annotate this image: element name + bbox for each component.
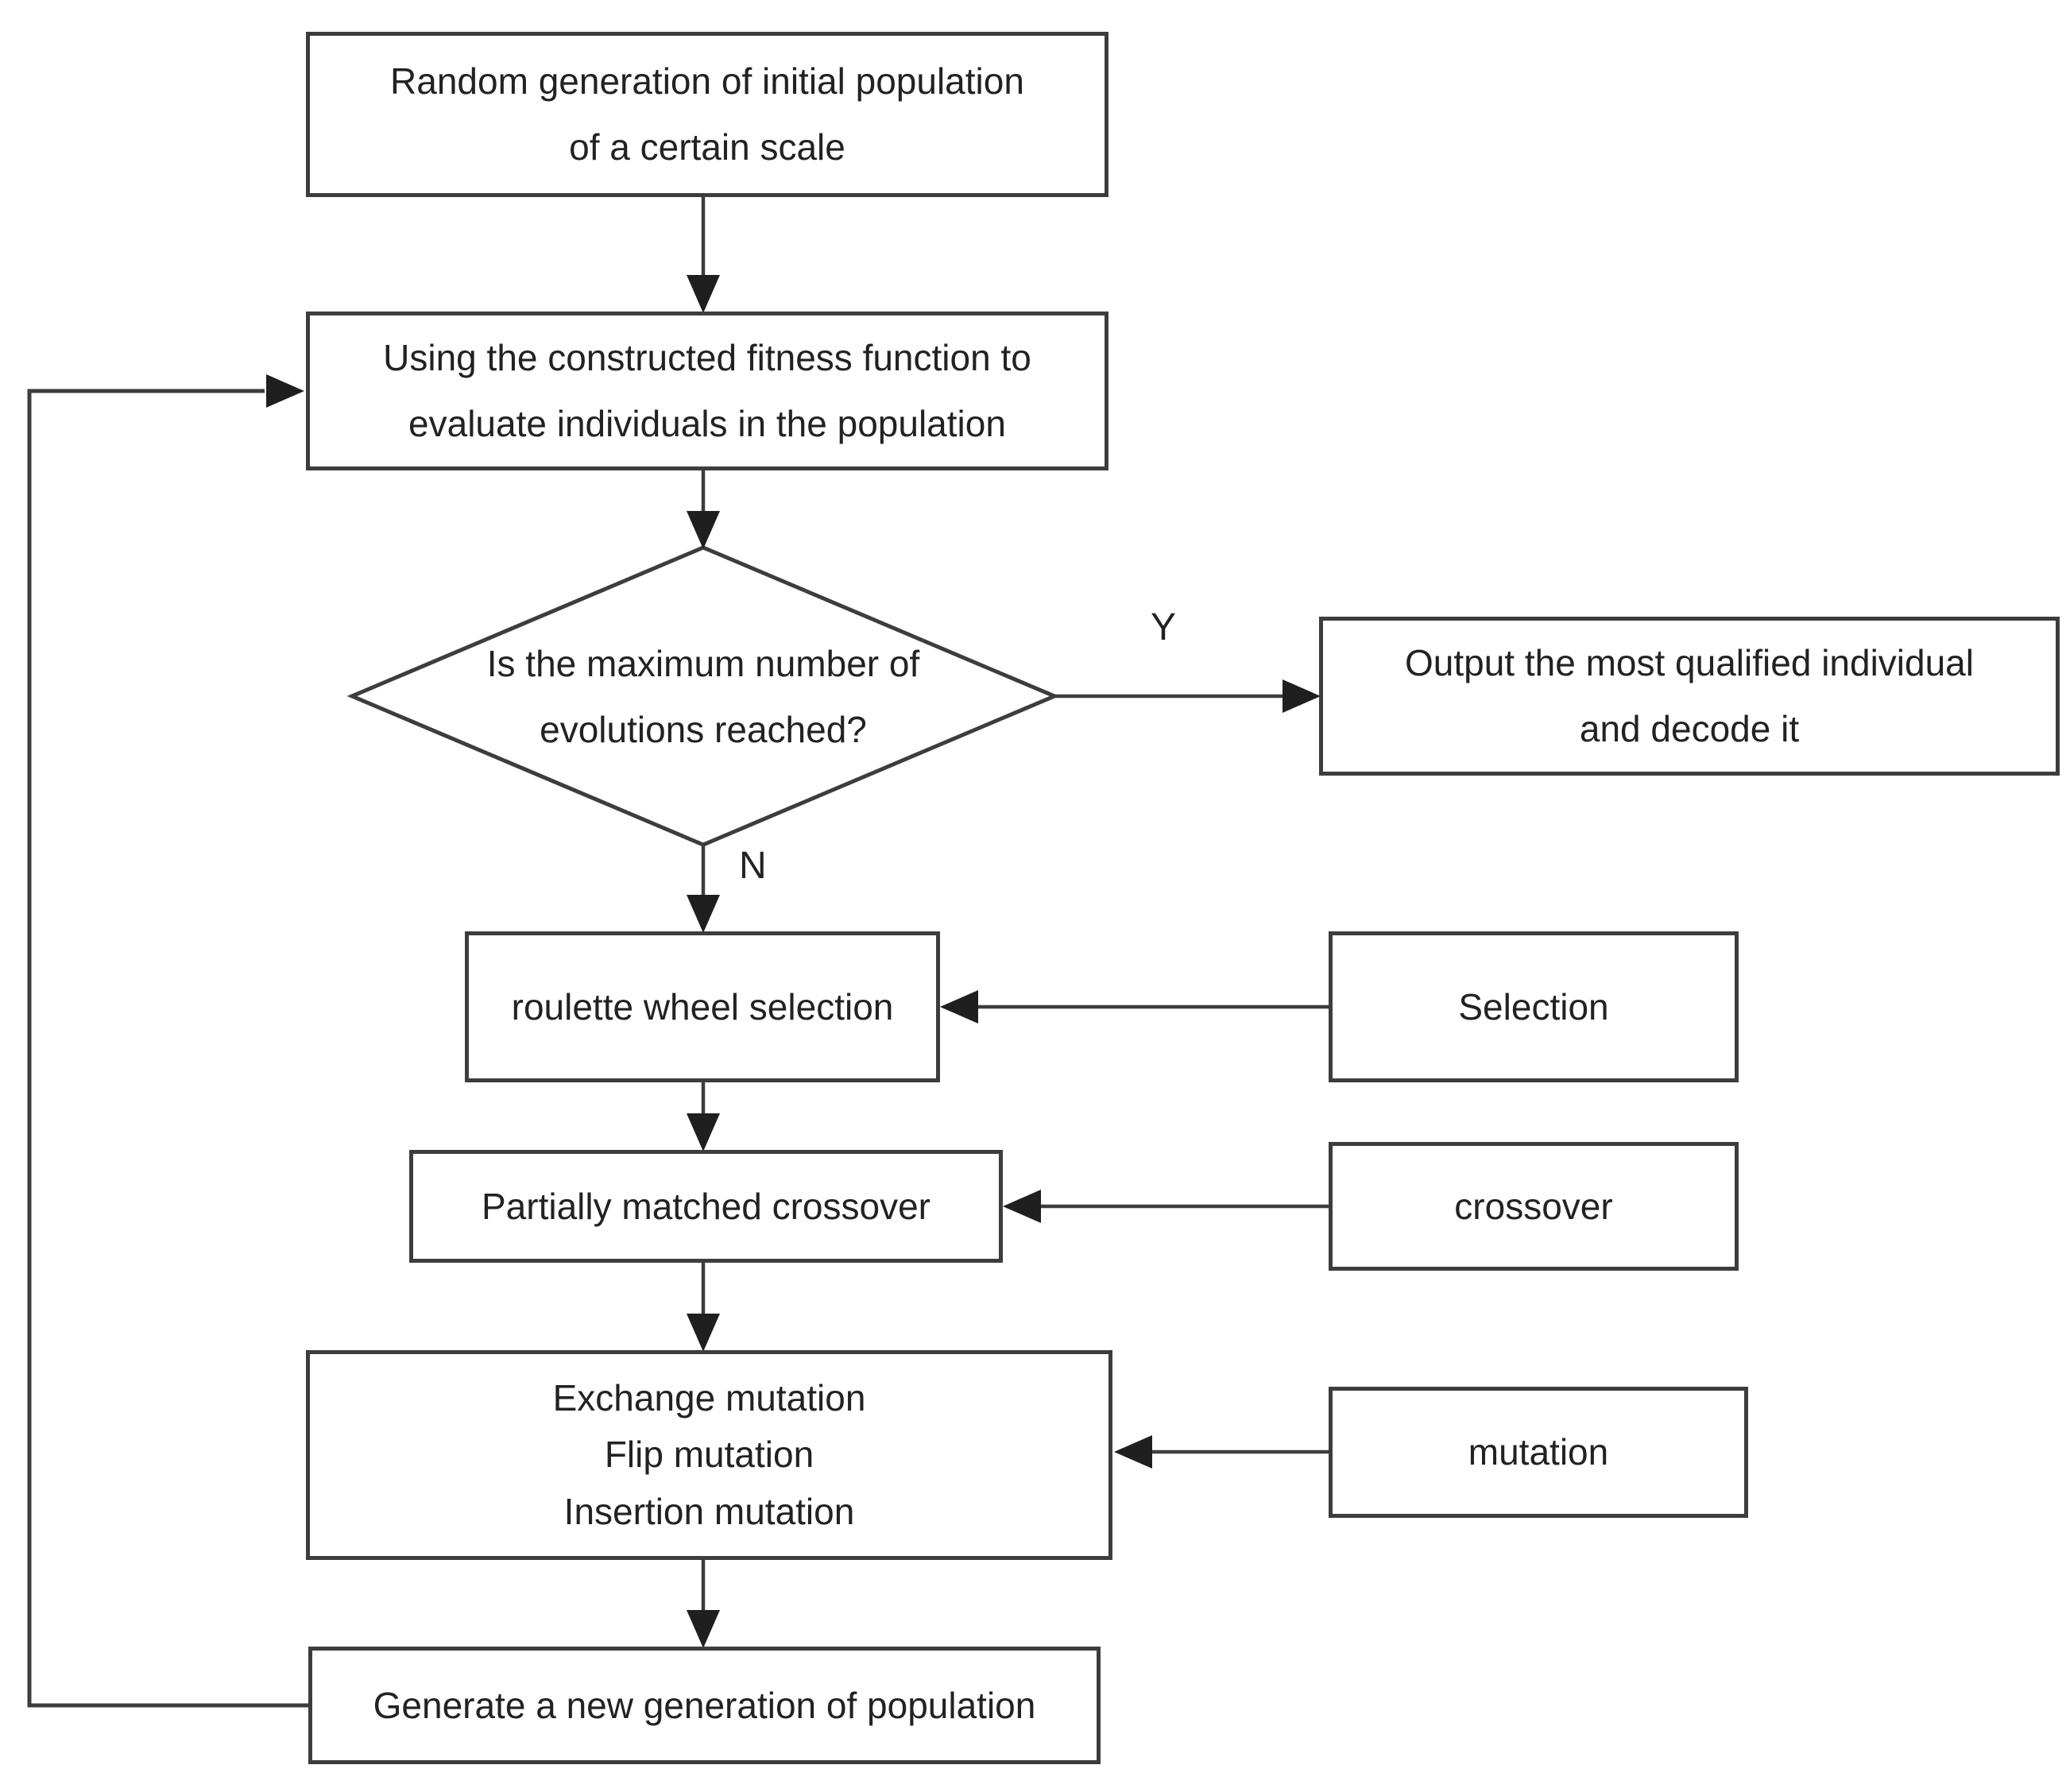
edge-roulette-pmx-arrowhead (687, 1113, 720, 1151)
edge-decision-output-arrowhead (1283, 679, 1321, 713)
node-selection: Selection (1329, 931, 1739, 1082)
edge-crossover-pmx-arrowhead (1003, 1190, 1041, 1223)
edge-generate-fitness-arrowhead (266, 374, 304, 408)
node-roulette-wheel-selection: roulette wheel selection (465, 931, 940, 1082)
edge-decision-roulette-arrowhead (687, 895, 720, 933)
edge-generate-fitness-loop-line (27, 389, 308, 1708)
node-partially-matched-crossover-label: Partially matched crossover (482, 1185, 930, 1227)
edge-mutops-generate-arrowhead (687, 1610, 720, 1648)
node-roulette-wheel-selection-label: roulette wheel selection (511, 985, 894, 1028)
node-fitness-evaluation-label: Using the constructed fitness function t… (383, 337, 1031, 444)
edge-pmx-mutops-arrowhead (687, 1314, 720, 1352)
node-decision-max-evolutions: Is the maximum number of evolutions reac… (397, 629, 1009, 764)
branch-label-yes: Y (1151, 606, 1177, 648)
branch-label-no: N (739, 845, 767, 887)
node-output-individual: Output the most qualified individual and… (1319, 617, 2060, 776)
node-fitness-evaluation: Using the constructed fitness function t… (306, 312, 1108, 470)
node-partially-matched-crossover: Partially matched crossover (409, 1150, 1003, 1263)
node-generate-new-population: Generate a new generation of population (308, 1647, 1101, 1764)
node-random-generation-label: Random generation of initial population … (390, 60, 1024, 168)
node-generate-new-population-label: Generate a new generation of population (373, 1684, 1036, 1726)
edge-random-fitness-arrowhead (687, 275, 720, 313)
node-mutation-operators-label: Exchange mutation Flip mutation Insertio… (552, 1377, 866, 1532)
node-crossover-label: crossover (1454, 1185, 1613, 1227)
node-decision-max-evolutions-label: Is the maximum number of evolutions reac… (486, 643, 920, 750)
edge-selection-roulette-arrowhead (940, 990, 978, 1024)
node-crossover: crossover (1329, 1142, 1739, 1271)
node-selection-label: Selection (1458, 985, 1609, 1028)
node-random-generation: Random generation of initial population … (306, 32, 1108, 197)
node-mutation: mutation (1329, 1387, 1748, 1518)
edge-mutation-mutops-arrowhead (1114, 1435, 1152, 1469)
node-mutation-operators: Exchange mutation Flip mutation Insertio… (306, 1350, 1112, 1560)
edge-fitness-decision-arrowhead (687, 511, 720, 549)
node-output-individual-label: Output the most qualified individual and… (1405, 642, 1974, 749)
node-mutation-label: mutation (1468, 1431, 1609, 1473)
